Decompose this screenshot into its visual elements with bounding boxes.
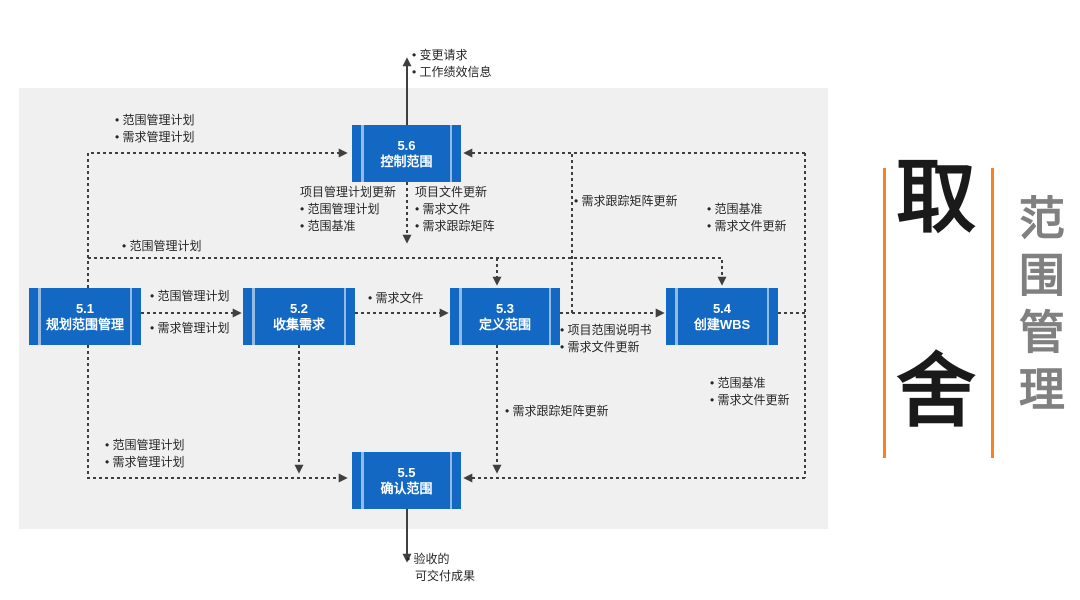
process-name: 定义范围	[478, 316, 531, 332]
label-wbs-outputs-top: 范围基准 需求文件更新	[707, 201, 787, 235]
label-pm-plan-updates: 项目管理计划更新 范围管理计划 范围基准	[300, 184, 396, 235]
process-id: 5.4	[712, 300, 732, 316]
process-box-create-wbs: 5.4 创建WBS	[666, 288, 778, 345]
process-name: 规划范围管理	[45, 316, 124, 332]
process-name: 收集需求	[272, 316, 325, 332]
label-rtm-update-bottom: 需求跟踪矩阵更新	[505, 403, 609, 420]
flow-plan-to-control	[87, 148, 348, 288]
label-plan-to-control: 范围管理计划 需求管理计划	[115, 112, 195, 146]
flow-plan-to-createwbs	[88, 257, 727, 286]
process-id: 5.6	[397, 137, 416, 153]
process-id: 5.3	[495, 300, 515, 316]
label-accepted-deliverables: 验收的 可交付成果	[406, 551, 475, 585]
flow-plan-to-validate	[87, 345, 348, 483]
accent-rule-left	[883, 168, 886, 458]
process-id: 5.2	[289, 300, 309, 316]
vertical-chapter-label: 范围管理	[1012, 194, 1065, 422]
process-id: 5.1	[75, 300, 95, 316]
headline-char-give: 舍	[896, 347, 976, 436]
process-box-collect-requirements: 5.2 收集需求	[243, 288, 355, 345]
process-box-validate-scope: 5.5 确认范围	[352, 452, 461, 509]
process-name: 控制范围	[380, 153, 433, 169]
label-req-docs: 需求文件	[368, 290, 424, 307]
label-plan-to-collect-1: 范围管理计划	[150, 288, 230, 305]
accent-rule-right	[991, 168, 994, 458]
label-wbs-outputs-bottom: 范围基准 需求文件更新	[710, 375, 790, 409]
label-scope-mgmt-plan: 范围管理计划	[122, 238, 202, 255]
label-define-outputs: 项目范围说明书 需求文件更新	[560, 322, 652, 356]
label-control-outputs: 变更请求 工作绩效信息	[412, 47, 492, 81]
process-name: 确认范围	[380, 480, 433, 496]
label-plan-to-collect-2: 需求管理计划	[150, 320, 230, 337]
process-box-define-scope: 5.3 定义范围	[450, 288, 560, 345]
label-rtm-update-top: 需求跟踪矩阵更新	[574, 193, 678, 210]
label-project-doc-updates: 项目文件更新 需求文件 需求跟踪矩阵	[415, 184, 495, 235]
process-box-plan-scope: 5.1 规划范围管理	[29, 288, 141, 345]
process-id: 5.5	[397, 464, 416, 480]
process-box-control-scope: 5.6 控制范围	[352, 125, 461, 182]
label-plan-to-validate: 范围管理计划 需求管理计划	[105, 437, 185, 471]
process-name: 创建WBS	[693, 316, 751, 332]
headline-char-take: 取	[896, 153, 976, 242]
